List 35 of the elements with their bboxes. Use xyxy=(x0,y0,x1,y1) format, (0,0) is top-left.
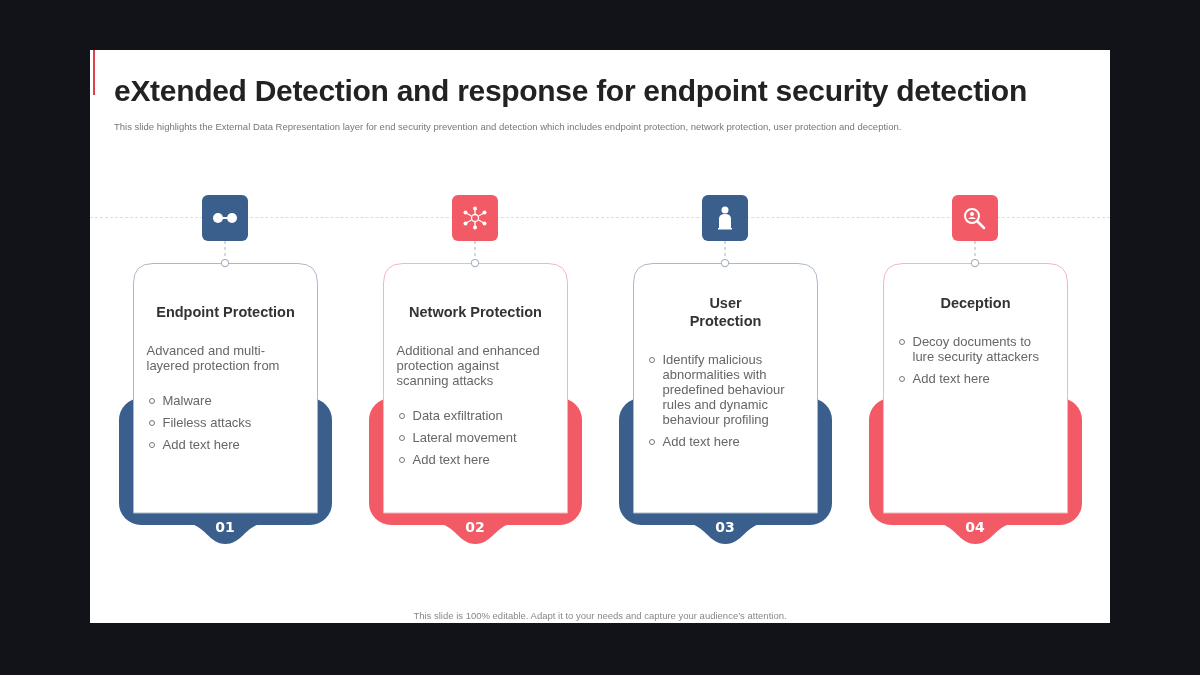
bullet-item: Data exfiltration xyxy=(396,408,555,423)
bullet-item: Lateral movement xyxy=(396,430,555,445)
card-text: Advanced and multi-layered protection from xyxy=(146,343,281,373)
icon-tile xyxy=(452,195,498,241)
footer-note: This slide is 100% editable. Adapt it to your needs and capture your audience’s attention. xyxy=(412,610,788,621)
dashed-connector xyxy=(720,240,730,268)
subtitle-text: This slide highlights the External Data Representation layer for end security prevention and detection which includes endpoint protection, network protection, user protection and deception. xyxy=(114,121,902,132)
card-heading: Deception xyxy=(939,294,1012,312)
card-heading: Network Protection xyxy=(408,303,543,321)
step-card xyxy=(868,263,1082,545)
bullet-item: Decoy documents to lure security attackers xyxy=(896,334,1055,364)
step-number: 01 xyxy=(214,519,236,535)
step-card xyxy=(368,263,582,545)
dashed-connector xyxy=(970,240,980,268)
icon-tile xyxy=(202,195,248,241)
bullet-item: Add text here xyxy=(146,437,305,452)
step-number: 04 xyxy=(964,519,986,535)
step-number: 03 xyxy=(714,519,736,535)
bullet-item: Fileless attacks xyxy=(146,415,305,430)
dashed-connector xyxy=(220,240,230,268)
step-number: 02 xyxy=(464,519,486,535)
card-heading: Endpoint Protection xyxy=(155,303,296,321)
slide-title: eXtended Detection and response for endpoint security detection xyxy=(114,74,1027,108)
step-card xyxy=(618,263,832,545)
bullet-item: Add text here xyxy=(396,452,555,467)
step-card xyxy=(118,263,332,545)
card-heading: User Protection xyxy=(688,294,763,330)
dashed-connector xyxy=(470,240,480,268)
bullet-item: Identify malicious abnormalities with predefined behaviour rules and dynamic behaviour profiling xyxy=(646,352,805,427)
icon-tile xyxy=(702,195,748,241)
bullet-item: Add text here xyxy=(646,434,805,449)
bullet-item: Malware xyxy=(146,393,305,408)
icon-tile xyxy=(952,195,998,241)
card-text: Additional and enhanced protection against scanning attacks xyxy=(396,343,541,388)
bullet-item: Add text here xyxy=(896,371,1055,386)
